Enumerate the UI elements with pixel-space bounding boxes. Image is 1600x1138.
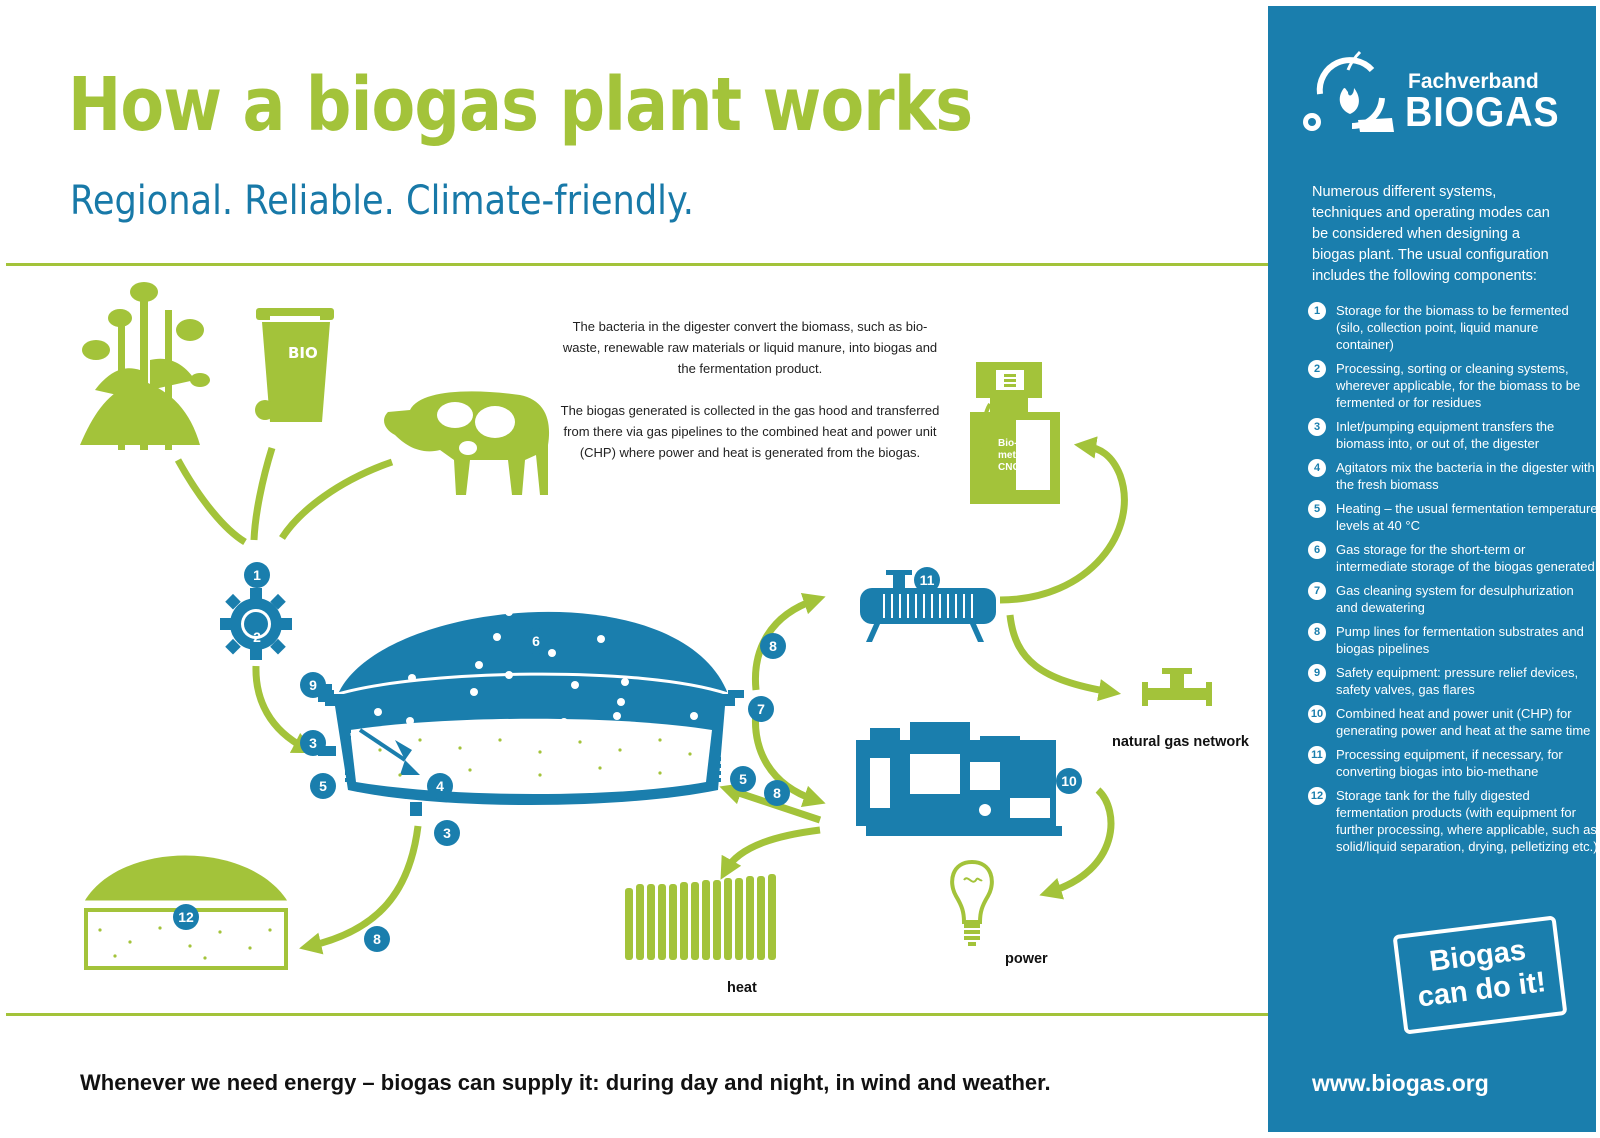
badge-5a: 5 (310, 773, 336, 799)
feed-arrow (252, 665, 315, 754)
badge-9: 9 (300, 672, 326, 698)
page-subtitle: Regional. Reliable. Climate-friendly. (70, 178, 694, 224)
sidebar-intro: Numerous different systems, techniques a… (1312, 184, 1550, 284)
list-text: Inlet/pumping equipment transfers the bi… (1336, 419, 1555, 451)
bin-flow-arrow (250, 446, 276, 541)
list-item: 1 Storage for the biomass to be fermented… (1308, 302, 1598, 353)
biogas-plant-diagram: BIO (80, 282, 1212, 970)
process-description: The bacteria in the digester convert the… (560, 316, 940, 484)
badge-4: 4 (427, 773, 453, 799)
digestate-arrow (299, 825, 422, 955)
badge-8c: 8 (364, 926, 390, 952)
fachverband-logo-icon (1303, 50, 1394, 132)
bio-waste-bin-icon (255, 308, 334, 422)
list-text: Agitators mix the bacteria in the digest… (1336, 460, 1595, 492)
sidebar-panel (1268, 6, 1596, 1132)
page-title: How a biogas plant works (68, 62, 973, 148)
list-number: 12 (1308, 787, 1326, 805)
description-paragraph-2: The biogas generated is collected in the… (560, 403, 940, 460)
light-bulb-icon (950, 859, 994, 946)
badge-11: 11 (914, 567, 940, 593)
list-item: 12 Storage tank for the fully digested fe… (1308, 787, 1598, 855)
list-text: Safety equipment: pressure relief device… (1336, 665, 1579, 697)
radiator-icon (625, 874, 776, 960)
cow-flow-arrow (279, 458, 394, 540)
list-number: 7 (1308, 582, 1326, 600)
description-paragraph-1: The bacteria in the digester convert the… (562, 319, 938, 376)
list-text: Processing equipment, if necessary, for … (1336, 747, 1563, 779)
list-number: 8 (1308, 623, 1326, 641)
list-item: 3 Inlet/pumping equipment transfers the b… (1308, 418, 1598, 452)
list-item: 5 Heating – the usual fermentation temper… (1308, 500, 1598, 534)
cng-label-line2: methan/ (998, 450, 1037, 461)
list-number: 6 (1308, 541, 1326, 559)
badge-7: 7 (748, 696, 774, 722)
energy-crops-icon (80, 282, 210, 450)
natural-gas-network-label: natural gas network (1112, 734, 1249, 750)
list-number: 3 (1308, 418, 1326, 436)
badge-3b: 3 (434, 820, 460, 846)
badge-2: 2 (253, 629, 261, 645)
slogan-stamp: Biogas can do it! (1392, 915, 1568, 1035)
badge-5b: 5 (730, 766, 756, 792)
list-text: Combined heat and power unit (CHP) for g… (1336, 706, 1591, 738)
badge-3a: 3 (300, 730, 326, 756)
list-number: 10 (1308, 705, 1326, 723)
list-text: Gas storage for the short-term or interm… (1336, 542, 1595, 574)
heat-label: heat (727, 980, 757, 996)
gas-network-pipe-icon (1142, 668, 1212, 706)
badge-12: 12 (173, 904, 199, 930)
plants-flow-arrow (174, 458, 247, 546)
power-arrow (1039, 787, 1115, 900)
cng-label-line1: Bio- (998, 438, 1017, 449)
list-number: 2 (1308, 360, 1326, 378)
badge-6: 6 (523, 628, 549, 654)
list-item: 10 Combined heat and power unit (CHP) for… (1308, 705, 1598, 739)
list-number: 11 (1308, 746, 1326, 764)
to-cng-arrow (999, 436, 1128, 604)
website-link[interactable]: www.biogas.org (1312, 1070, 1489, 1096)
power-label: power (1005, 951, 1048, 967)
gas-to-chp-arrow (751, 709, 826, 808)
list-item: 9 Safety equipment: pressure relief devic… (1308, 664, 1598, 698)
storage-tank-icon (84, 855, 288, 970)
chp-unit-icon (856, 722, 1062, 836)
list-item: 4 Agitators mix the bacteria in the diges… (1308, 459, 1598, 493)
list-item: 8 Pump lines for fermentation substrates … (1308, 623, 1598, 657)
list-number: 5 (1308, 500, 1326, 518)
list-text: Storage for the biomass to be fermented … (1336, 303, 1569, 352)
list-item: 7 Gas cleaning system for desulphurizatio… (1308, 582, 1598, 616)
list-text: Heating – the usual fermentation tempera… (1336, 501, 1598, 533)
badge-8a: 8 (760, 633, 786, 659)
list-number: 1 (1308, 302, 1326, 320)
list-number: 4 (1308, 459, 1326, 477)
list-text: Pump lines for fermentation substrates a… (1336, 624, 1584, 656)
list-item: 11 Processing equipment, if necessary, fo… (1308, 746, 1598, 780)
badge-10: 10 (1056, 768, 1082, 794)
bottom-divider (6, 1013, 1268, 1016)
heat-arrow (720, 826, 821, 880)
brand-name-main: BIOGAS (1405, 88, 1560, 135)
top-divider (6, 263, 1268, 266)
badge-8b: 8 (764, 780, 790, 806)
list-text: Storage tank for the fully digested ferm… (1336, 788, 1598, 854)
cng-pump-icon (970, 362, 1060, 504)
component-list: 1 Storage for the biomass to be fermented… (1308, 302, 1598, 862)
list-item: 2 Processing, sorting or cleaning systems… (1308, 360, 1598, 411)
cow-icon (384, 391, 550, 495)
list-text: Gas cleaning system for desulphurization… (1336, 583, 1574, 615)
badge-1: 1 (244, 562, 270, 588)
list-text: Processing, sorting or cleaning systems,… (1336, 361, 1581, 410)
list-number: 9 (1308, 664, 1326, 682)
to-gas-network-arrow (1006, 614, 1122, 702)
bin-label: BIO (288, 344, 318, 362)
cng-label-line3: CNG (998, 462, 1020, 473)
bottom-slogan: Whenever we need energy – biogas can sup… (80, 1070, 1051, 1095)
list-item: 6 Gas storage for the short-term or inter… (1308, 541, 1598, 575)
brand-name-top: Fachverband (1408, 70, 1539, 93)
upgrading-unit-icon (860, 570, 996, 642)
cng-pump-label: Bio- methan/ CNG (998, 438, 1039, 473)
